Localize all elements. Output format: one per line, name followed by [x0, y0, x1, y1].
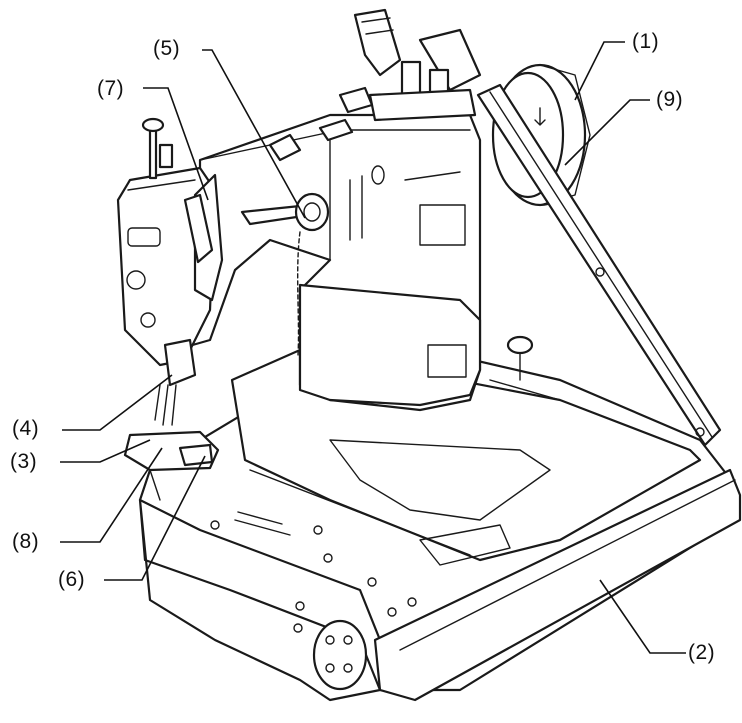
leader-9	[564, 99, 650, 166]
leader-1	[574, 41, 625, 101]
leader-3	[60, 439, 151, 463]
support-bracket	[489, 335, 561, 401]
thread-guides	[338, 8, 482, 122]
callout-7: (7)	[97, 77, 125, 100]
callout-2: (2)	[688, 641, 716, 664]
callout-1: (1)	[632, 30, 660, 53]
leader-4	[62, 374, 173, 431]
callout-4: (4)	[12, 417, 40, 440]
callout-6: (6)	[58, 568, 86, 591]
callout-9: (9)	[656, 88, 684, 111]
leader-7	[143, 87, 209, 201]
leader-lines	[60, 41, 686, 654]
belt-cover	[476, 83, 722, 447]
leader-8	[60, 447, 163, 543]
machine-arm	[173, 113, 482, 412]
leader-5	[202, 49, 306, 219]
callout-3: (3)	[10, 450, 38, 473]
callout-8: (8)	[12, 530, 40, 553]
callout-5: (5)	[153, 37, 181, 60]
machine-head	[116, 117, 224, 501]
leader-6	[104, 455, 206, 581]
leader-2	[599, 579, 686, 654]
